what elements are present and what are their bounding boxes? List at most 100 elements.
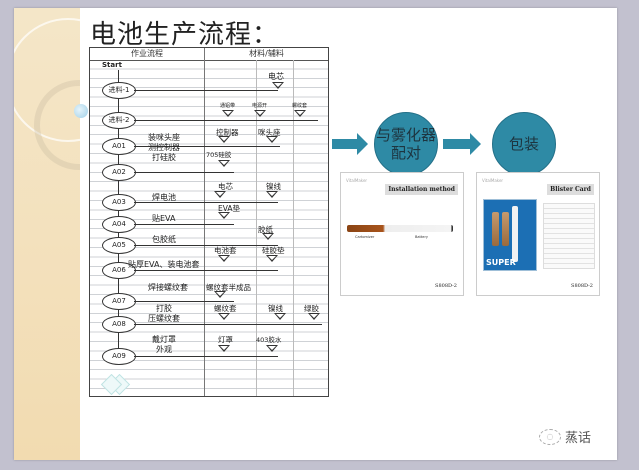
node-a05: A05 — [102, 237, 136, 254]
node-in1: 进料-1 — [102, 82, 136, 99]
material-funnel-icon — [266, 255, 278, 262]
card-tag: Blister Card — [547, 184, 594, 195]
node-a06: A06 — [102, 262, 136, 279]
material-label: 螺纹套 — [292, 103, 308, 109]
flow-line — [134, 120, 318, 121]
material-funnel-icon — [308, 313, 320, 320]
card-caption: Battery — [415, 235, 428, 239]
material-label: 镍线 — [266, 182, 281, 191]
step-label: 焊接螺纹套 — [148, 283, 188, 292]
e-cigarette-image — [347, 225, 453, 232]
card-code: S808D-2 — [571, 283, 593, 289]
material-label: EVA垫 — [218, 204, 241, 213]
node-a03: A03 — [102, 194, 136, 211]
watermark-text: 蒸话 — [564, 431, 591, 446]
step-circle-label: 与雾化器 — [375, 126, 436, 144]
production-flowchart: 作业流程 材料/辅料 Start 进料-1 进料-2 A01 A02 A03 A… — [89, 47, 329, 397]
card-code: S808D-2 — [435, 283, 457, 289]
material-funnel-icon — [218, 345, 230, 352]
material-label: 镍线 — [268, 304, 283, 313]
material-funnel-icon — [222, 110, 234, 117]
decorative-panel — [14, 8, 80, 460]
slide-title: 电池生产流程： — [90, 20, 280, 50]
node-a02: A02 — [102, 164, 136, 181]
flow-line — [134, 172, 234, 173]
step-label: 戴灯罩 — [152, 335, 176, 344]
step-label: 装咪头座 — [148, 133, 180, 142]
step-label: 外观 — [156, 345, 172, 354]
material-label: 电源开 — [252, 103, 268, 109]
flow-line — [134, 356, 278, 357]
blister-brand-text: SUPER — [486, 258, 516, 267]
material-label: 705硅胶 — [206, 151, 232, 159]
flow-spine — [118, 70, 119, 360]
flow-line — [134, 301, 234, 302]
decorative-dot — [74, 104, 88, 118]
material-funnel-icon — [218, 212, 230, 219]
material-label: 控制器 — [216, 128, 239, 137]
slide: 电池生产流程： 作业流程 材料/辅料 Start 进料-1 进料-2 A01 A… — [14, 8, 617, 460]
step-label: 贴厚EVA、装电池套 — [128, 260, 200, 269]
product-card-blister: VitalMaker Blister Card SUPER S808D-2 — [476, 172, 600, 296]
material-label: 胶纸 — [258, 225, 273, 234]
material-funnel-icon — [218, 313, 230, 320]
step-circle-label: 包装 — [508, 135, 539, 153]
material-funnel-icon — [214, 291, 226, 298]
column-divider — [293, 60, 294, 396]
column-divider — [204, 48, 205, 396]
node-a04: A04 — [102, 216, 136, 233]
arrow-right-icon — [332, 133, 368, 155]
material-label: 硅胶垫 — [262, 246, 285, 255]
material-funnel-icon — [214, 191, 226, 198]
material-funnel-icon — [218, 255, 230, 262]
column-divider — [256, 60, 257, 396]
battery-image — [492, 212, 499, 246]
flow-line — [134, 202, 278, 203]
node-a01: A01 — [102, 138, 136, 155]
step-label: 贴EVA — [152, 214, 176, 223]
node-a07: A07 — [102, 293, 136, 310]
flow-line — [134, 146, 280, 147]
step-label: 包胶纸 — [152, 235, 176, 244]
card-brand: VitalMaker — [482, 178, 504, 183]
material-label: 螺纹套 — [214, 304, 237, 313]
step-label: 测控制器 — [148, 143, 180, 152]
material-funnel-icon — [266, 191, 278, 198]
step-circle-packaging: 包装 — [492, 112, 556, 176]
start-label: Start — [102, 61, 122, 69]
material-funnel-icon — [266, 136, 278, 143]
card-caption: Cartomizer — [355, 235, 375, 239]
step-label: 打硅胶 — [152, 153, 176, 162]
material-label: 电芯 — [218, 182, 233, 191]
card-brand: VitalMaker — [346, 178, 368, 183]
material-label: 通铝带 — [220, 103, 236, 109]
arrow-right-icon — [443, 133, 481, 155]
flow-line — [134, 90, 278, 91]
material-funnel-icon — [272, 82, 284, 89]
material-label: 403胶水 — [256, 336, 282, 344]
step-label: 打胶 — [156, 304, 172, 313]
material-label: 绿胶 — [304, 304, 319, 313]
blister-pack-image: SUPER — [483, 199, 537, 271]
flow-line — [134, 270, 278, 271]
node-in2: 进料-2 — [102, 112, 136, 129]
node-a08: A08 — [102, 316, 136, 333]
material-funnel-icon — [294, 110, 306, 117]
flow-line — [134, 224, 234, 225]
step-circle-pair-atomizer: 与雾化器 配对 — [374, 112, 438, 176]
wechat-icon: ◌ — [538, 428, 561, 445]
material-funnel-icon — [218, 136, 230, 143]
material-label: 电池套 — [214, 246, 237, 255]
flow-line — [134, 245, 278, 246]
card-tag: Installation method — [385, 184, 458, 195]
material-funnel-icon — [218, 160, 230, 167]
material-funnel-icon — [254, 110, 266, 117]
step-label: 焊电池 — [152, 193, 176, 202]
step-circle-label: 配对 — [390, 144, 421, 162]
material-label: 咪头座 — [258, 128, 281, 137]
material-label: 螺纹套半成品 — [206, 283, 251, 292]
step-label: 压螺纹套 — [148, 314, 180, 323]
watermark: ◌ 蒸话 — [538, 427, 591, 446]
node-a09: A09 — [102, 348, 136, 365]
material-funnel-icon — [274, 313, 286, 320]
